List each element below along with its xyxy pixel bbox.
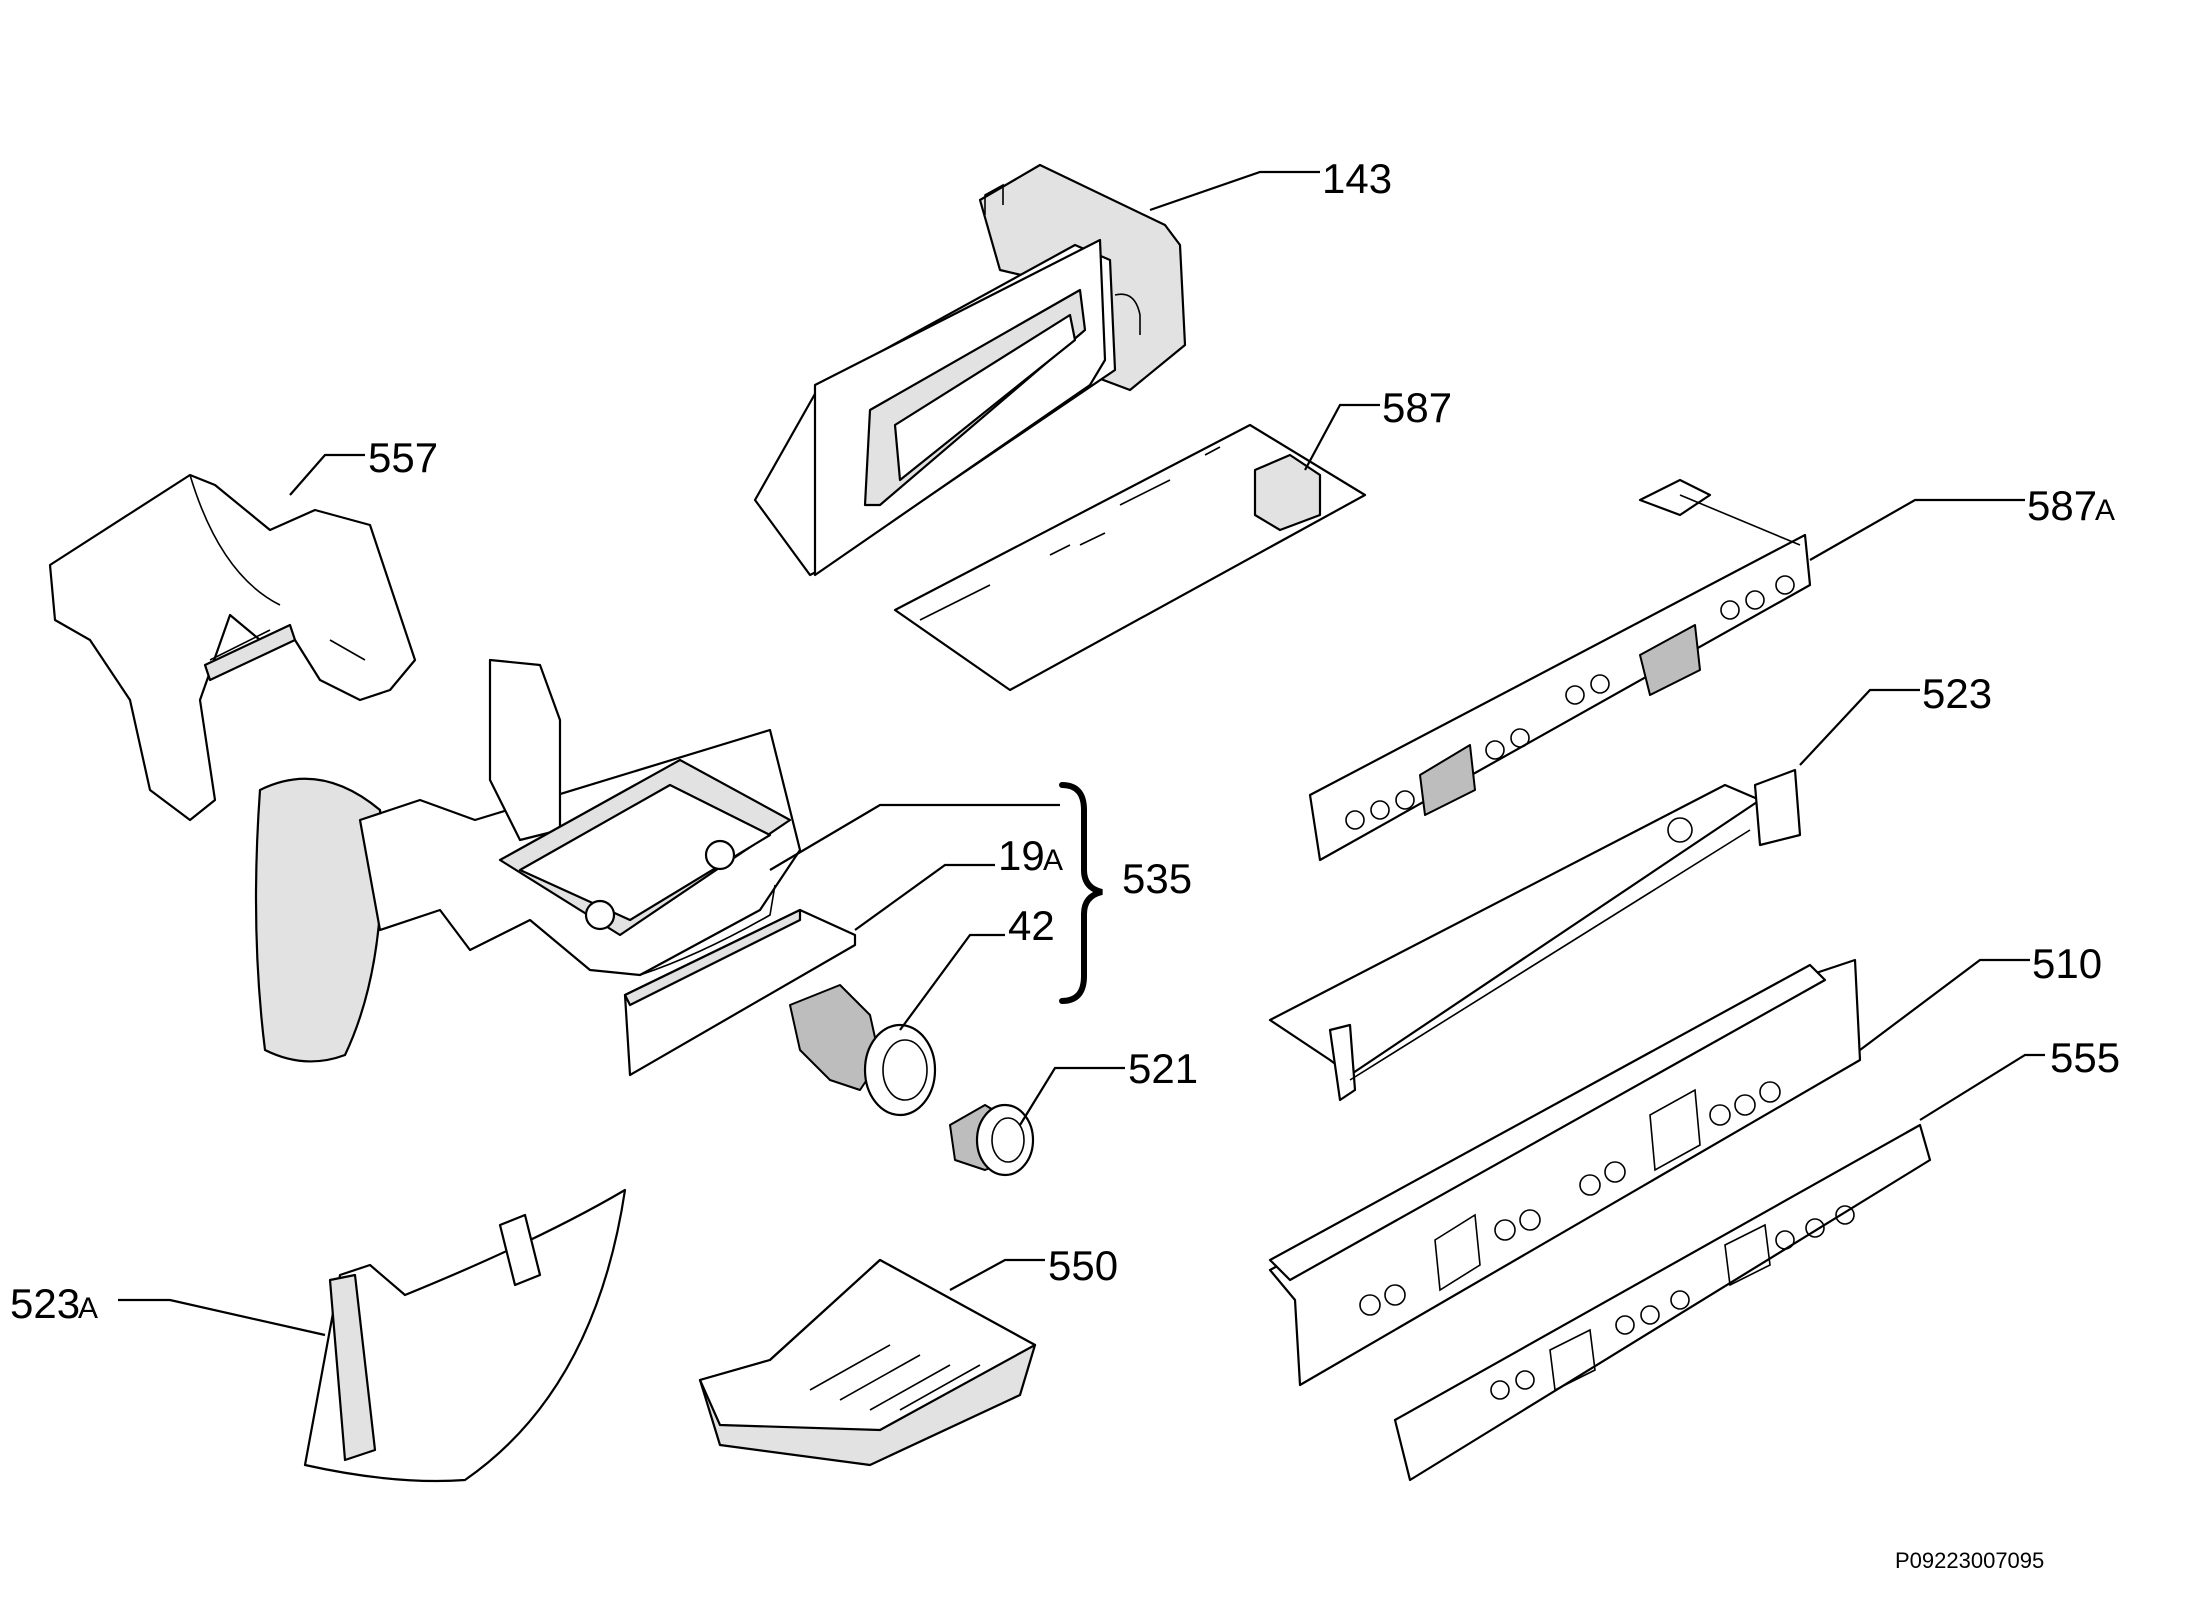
svg-text:510: 510: [2032, 940, 2102, 987]
label-557: 557: [368, 434, 438, 481]
part-555-decor-plate[interactable]: [1393, 1123, 1932, 1482]
label-535: 535: [1122, 855, 1192, 902]
svg-text:587: 587: [2027, 482, 2097, 529]
svg-text:19: 19: [998, 832, 1045, 879]
label-521: 521: [1128, 1045, 1198, 1092]
label-587A: 587 A: [2027, 482, 2115, 529]
svg-text:A: A: [78, 1292, 98, 1325]
svg-text:535: 535: [1122, 855, 1192, 902]
svg-text:A: A: [1043, 844, 1063, 877]
svg-text:555: 555: [2050, 1034, 2120, 1081]
label-523A: 523 A: [10, 1280, 98, 1327]
part-535-chute-frame[interactable]: [254, 658, 802, 1063]
part-19A-gasket[interactable]: [623, 908, 857, 1077]
part-521-bulb-cap[interactable]: [949, 1103, 1035, 1177]
svg-text:550: 550: [1048, 1242, 1118, 1289]
label-523: 523: [1922, 670, 1992, 717]
part-557-bracket[interactable]: [48, 473, 417, 822]
label-550: 550: [1048, 1242, 1118, 1289]
label-143: 143: [1322, 155, 1392, 202]
part-143-duct-housing[interactable]: [753, 163, 1187, 577]
figure-id: P09223007095: [1895, 1548, 2044, 1573]
part-42-lamp-holder[interactable]: [789, 984, 937, 1117]
label-587: 587: [1382, 384, 1452, 431]
part-510-control-panel[interactable]: [1268, 958, 1862, 1387]
label-510: 510: [2032, 940, 2102, 987]
display-digit-left: [1419, 744, 1476, 816]
svg-text:523: 523: [10, 1280, 80, 1327]
svg-text:523: 523: [1922, 670, 1992, 717]
part-550-drip-tray[interactable]: [698, 1258, 1037, 1467]
part-523-bracket-plate[interactable]: [1268, 768, 1802, 1102]
part-587A-display-pcb[interactable]: [1308, 478, 1812, 862]
display-digit-right: [1639, 624, 1701, 696]
label-42: 42: [1008, 902, 1055, 949]
part-523A-chute-flap[interactable]: [303, 1188, 627, 1483]
svg-text:143: 143: [1322, 155, 1392, 202]
assembly-535-brace: [1059, 782, 1103, 1004]
label-555: 555: [2050, 1034, 2120, 1081]
svg-text:42: 42: [1008, 902, 1055, 949]
part-587-main-pcb[interactable]: [893, 423, 1367, 692]
svg-text:521: 521: [1128, 1045, 1198, 1092]
leader-lines: [118, 170, 2045, 1337]
svg-text:587: 587: [1382, 384, 1452, 431]
svg-text:557: 557: [368, 434, 438, 481]
svg-text:A: A: [2095, 494, 2115, 527]
label-19A: 19 A: [998, 832, 1063, 879]
